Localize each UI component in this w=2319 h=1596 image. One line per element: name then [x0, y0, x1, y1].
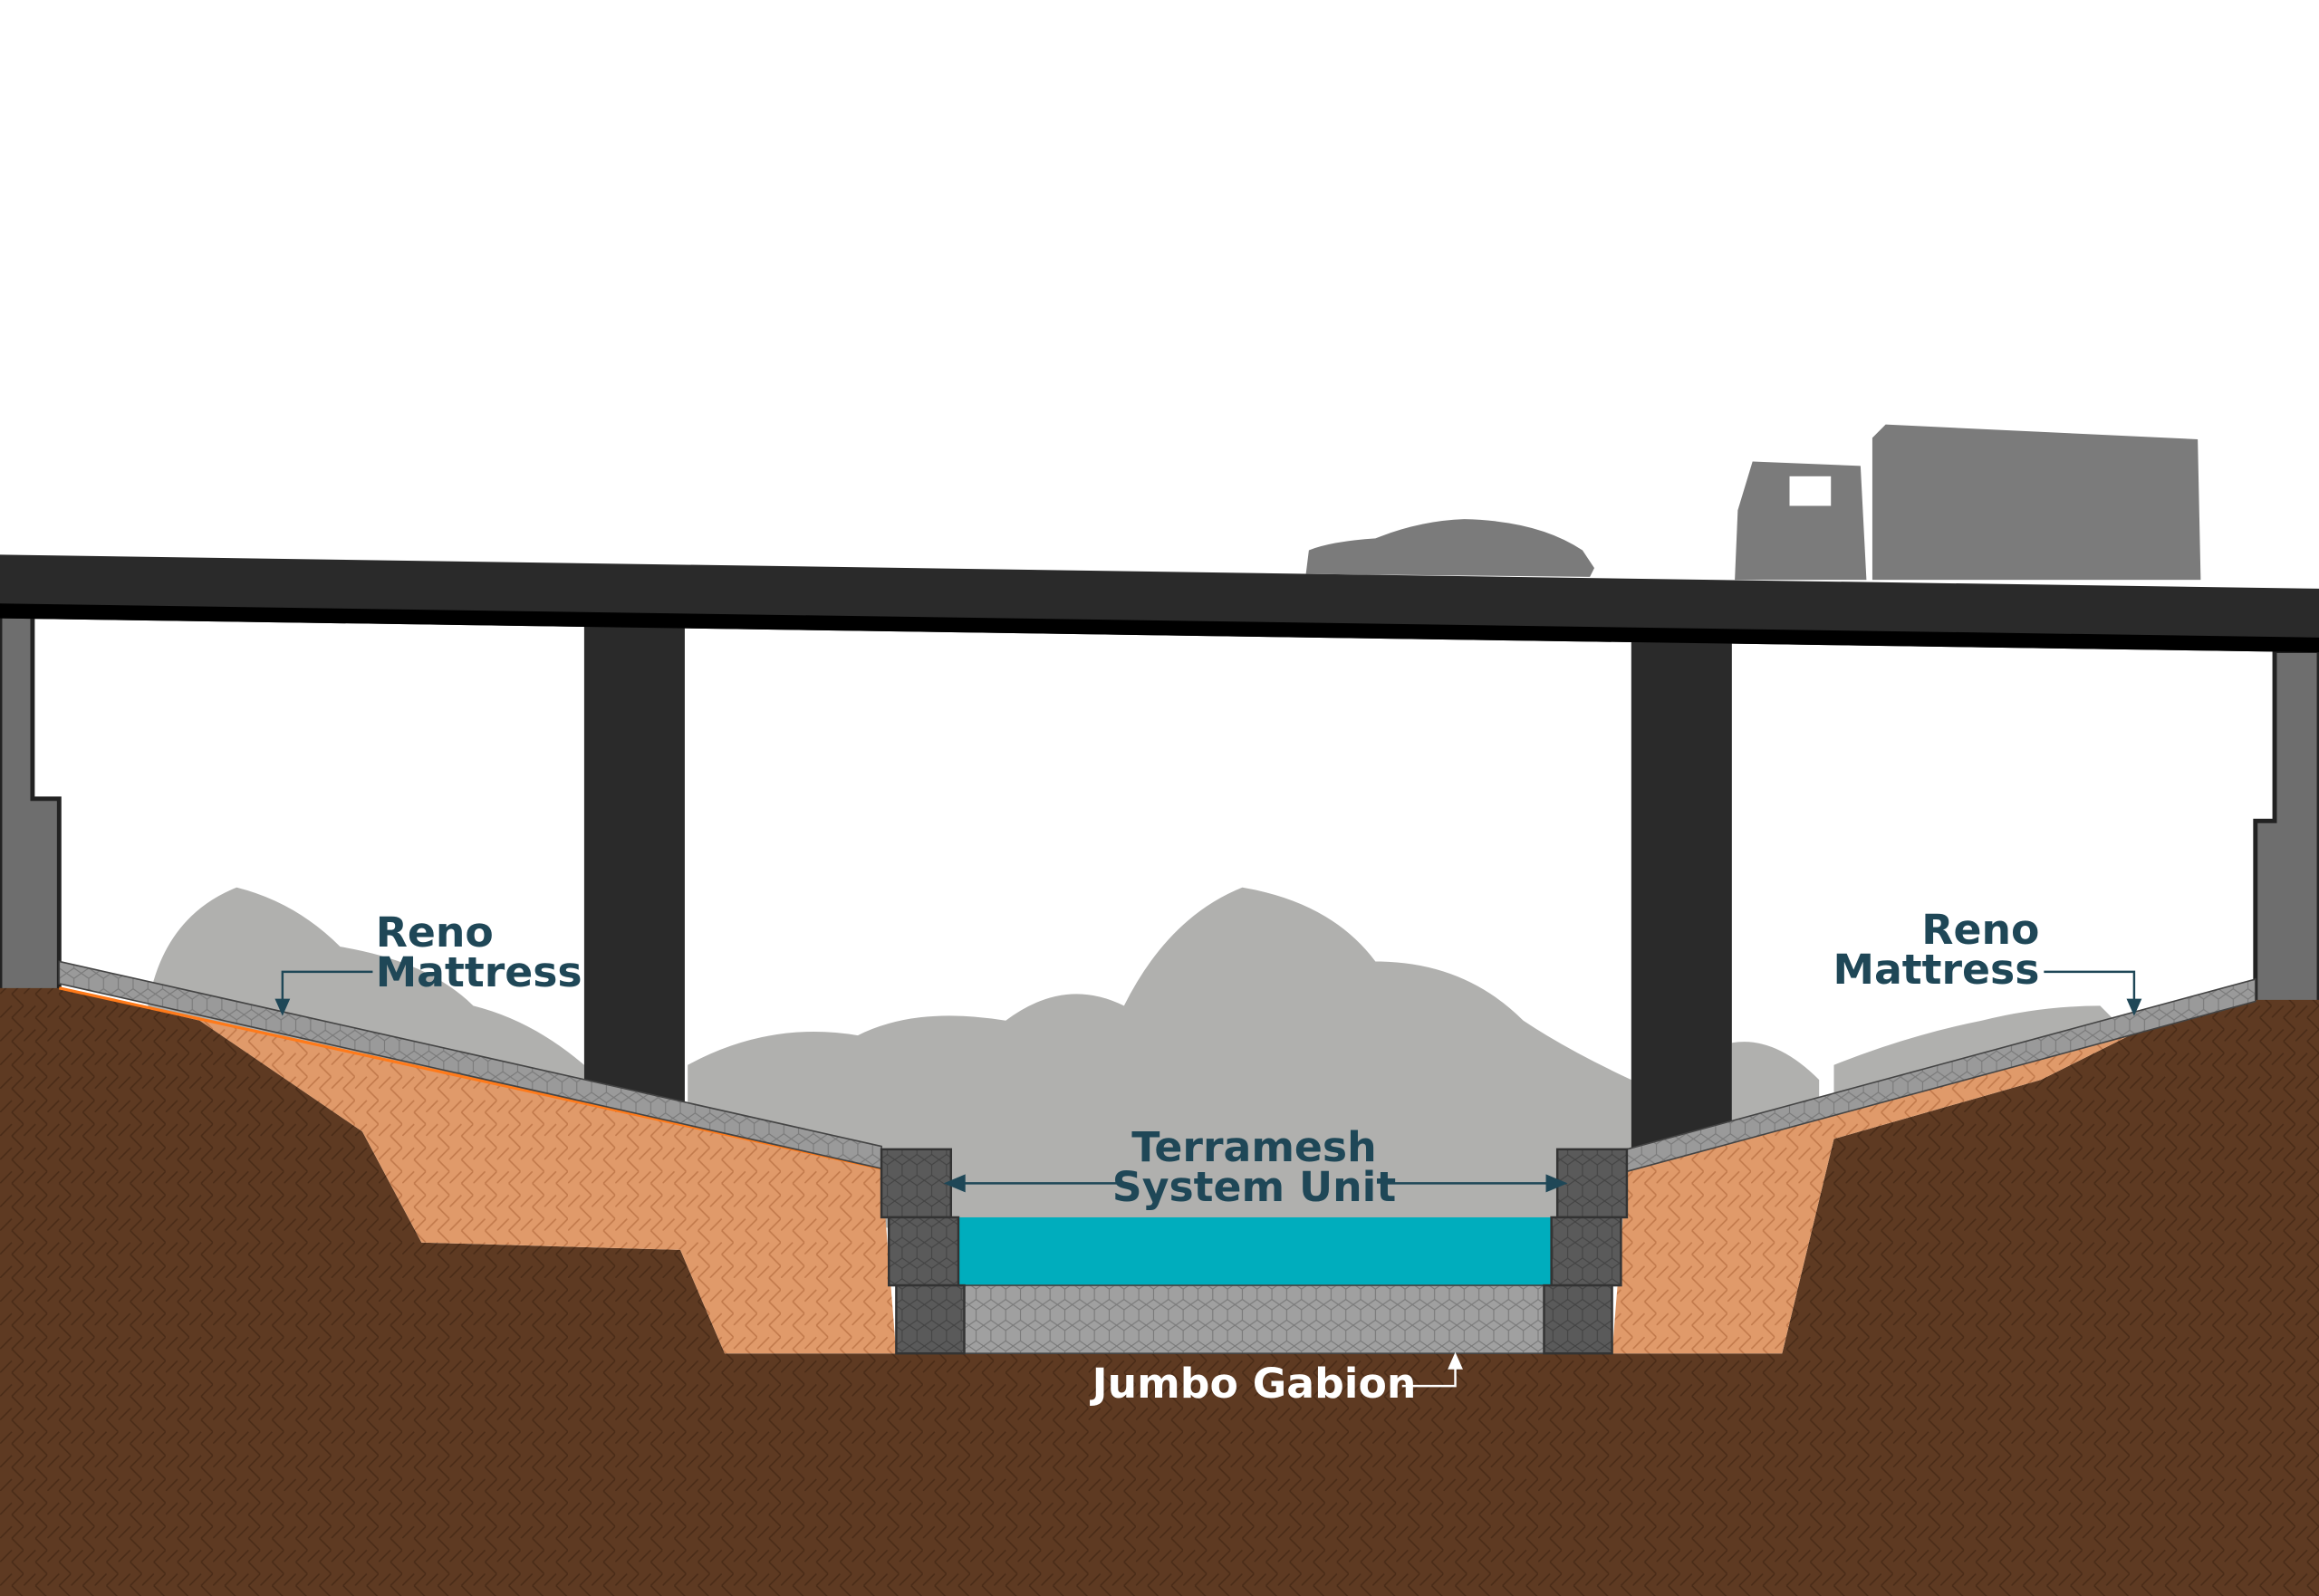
car-silhouette	[1305, 519, 1594, 577]
left-abutment	[0, 611, 62, 994]
native-soil	[0, 987, 2319, 1596]
reno-mattress-left-label-2: Mattress	[376, 948, 582, 996]
water-channel	[957, 1216, 1552, 1286]
reno-mattress-left-label-1: Reno	[376, 909, 494, 957]
right-backfill	[1612, 999, 2256, 1354]
jumbo-gabion-leader	[1401, 1351, 1463, 1388]
terramesh-units	[880, 1148, 1629, 1355]
terramesh-label-1: Terramesh	[1131, 1123, 1376, 1171]
left-backfill	[59, 987, 897, 1354]
jumbo-gabion-label: Jumbo Gabion	[1090, 1360, 1417, 1408]
right-pier	[1631, 636, 1732, 1154]
right-abutment	[2253, 649, 2319, 1005]
reno-mattress-right-label-1: Reno	[1921, 906, 2039, 954]
terramesh-label-2: System Unit	[1112, 1163, 1396, 1211]
bridge-deck	[0, 554, 2319, 653]
left-pier	[583, 618, 685, 1107]
reno-mattress-right-label-2: Mattress	[1833, 946, 2039, 994]
truck-silhouette	[1735, 424, 2201, 581]
leader-lines	[274, 970, 2142, 1193]
jumbo-gabion-base	[963, 1284, 1545, 1355]
